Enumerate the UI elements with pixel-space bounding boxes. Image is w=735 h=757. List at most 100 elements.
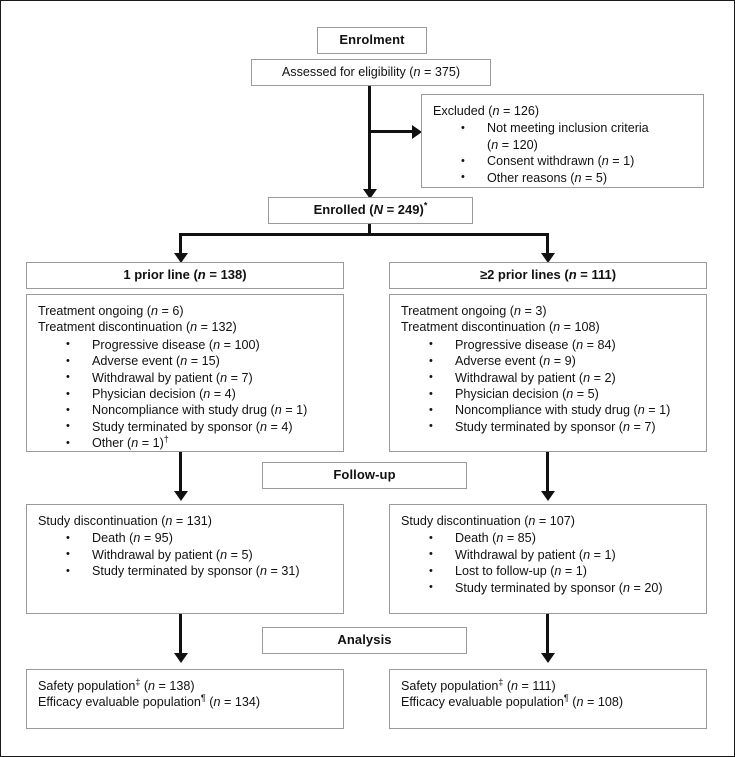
analysis-box-arm-2: Safety population‡ (n = 111) Efficacy ev… — [389, 669, 707, 729]
arm-header-1-prior-line: 1 prior line (n = 138) — [26, 262, 344, 289]
italic-n: n — [576, 337, 584, 352]
arrowhead-to-arm-2 — [540, 253, 555, 263]
italic-n: n — [260, 419, 268, 434]
analysis-box-arm-1: Safety population‡ (n = 138) Efficacy ev… — [26, 669, 344, 729]
treatment-box-arm-2: Treatment ongoing (n = 3) Treatment disc… — [389, 294, 707, 452]
italic-n: n — [496, 531, 504, 546]
list-item: Study terminated by sponsor (n = 7) — [401, 418, 696, 435]
footnote-marker-double-dagger: ‡ — [135, 676, 141, 687]
treatment-ongoing-line: Treatment ongoing (n = 6) — [38, 304, 184, 318]
list-item: Lost to follow-up (n = 1) — [401, 563, 696, 580]
footnote-marker-dagger: † — [163, 434, 169, 445]
stage-banner-followup: Follow-up — [262, 462, 467, 489]
italic-n: n — [492, 104, 500, 118]
italic-n: n — [576, 695, 584, 710]
efficacy-population-line: Efficacy evaluable population¶ (n = 108) — [401, 693, 624, 710]
list-item: Withdrawal by patient (n = 2) — [401, 369, 696, 386]
list-item: Withdrawal by patient (n = 7) — [38, 369, 333, 386]
footnote-marker-pilcrow: ¶ — [563, 693, 569, 704]
list-item: Noncompliance with study drug (n = 1) — [401, 402, 696, 419]
italic-n: n — [260, 564, 268, 579]
treatment-discontinuation-line: Treatment discontinuation (n = 132) — [38, 320, 237, 335]
arrowhead-to-excluded — [412, 124, 422, 139]
connector-arm-1-to-analysis — [179, 614, 182, 656]
italic-n: n — [148, 679, 156, 693]
list-item: Withdrawal by patient (n = 5) — [38, 546, 333, 563]
enrolled-box: Enrolled (N = 249)* — [268, 197, 473, 224]
list-item: Progressive disease (n = 100) — [38, 336, 333, 353]
study-discontinuation-title: Study discontinuation (n = 131) — [38, 514, 212, 528]
italic-n: n — [213, 695, 221, 710]
italic-n: n — [568, 267, 577, 283]
footnote-marker-double-dagger: ‡ — [498, 676, 504, 687]
excluded-title: Excluded (n = 126) — [433, 104, 540, 118]
italic-n: n — [131, 436, 139, 451]
list-item: Consent withdrawn (n = 1) — [433, 153, 693, 170]
italic-n: n — [203, 387, 211, 402]
connector-arm-2-to-analysis — [546, 614, 549, 656]
list-item: Study terminated by sponsor (n = 4) — [38, 418, 333, 435]
italic-n: n — [491, 137, 499, 152]
arrowhead-to-enrolled — [362, 189, 377, 199]
italic-n: n — [623, 419, 631, 434]
stage-banner-followup-label: Follow-up — [333, 467, 396, 483]
italic-n: n — [566, 387, 574, 402]
connector-enrolled-down — [368, 224, 371, 236]
list-item: Noncompliance with study drug (n = 1) — [38, 402, 333, 419]
italic-n: n — [274, 403, 282, 418]
footnote-marker-asterisk: * — [423, 200, 428, 211]
list-item: Physician decision (n = 5) — [401, 386, 696, 403]
arm-header-label: ≥2 prior lines (n = 111) — [479, 267, 617, 283]
treatment-discontinuation-line: Treatment discontinuation (n = 108) — [401, 320, 600, 335]
italic-n: n — [511, 679, 519, 693]
italic-n: n — [190, 320, 198, 335]
arm-header-2-or-more-prior-lines: ≥2 prior lines (n = 111) — [389, 262, 707, 289]
excluded-reason-list: Not meeting inclusion criteria(n = 120) … — [433, 120, 693, 186]
list-item: Adverse event (n = 9) — [401, 353, 696, 370]
list-item: Study terminated by sponsor (n = 31) — [38, 563, 333, 580]
italic-n: n — [513, 304, 521, 318]
excluded-box: Excluded (n = 126) Not meeting inclusion… — [421, 94, 704, 188]
italic-n: n — [180, 354, 188, 369]
italic-n: n — [165, 514, 173, 528]
italic-n: n — [623, 580, 631, 595]
list-item: Other reasons (n = 5) — [433, 169, 693, 186]
italic-n: n — [583, 547, 591, 562]
list-item: Other (n = 1)† — [38, 434, 333, 452]
arrowhead-to-arm-1 — [173, 253, 188, 263]
treatment-box-arm-1: Treatment ongoing (n = 6) Treatment disc… — [26, 294, 344, 452]
treatment-ongoing-line: Treatment ongoing (n = 3) — [401, 304, 547, 318]
stage-banner-enrolment: Enrolment — [317, 27, 427, 54]
connector-split-left-down — [179, 233, 182, 256]
italic-N: N — [373, 202, 383, 218]
italic-n: n — [197, 267, 206, 283]
arrowhead-arm-2-followup — [540, 491, 555, 501]
list-item: Physician decision (n = 4) — [38, 386, 333, 403]
list-item: Death (n = 95) — [38, 530, 333, 547]
italic-n: n — [213, 337, 221, 352]
list-item: Not meeting inclusion criteria(n = 120) — [433, 120, 693, 153]
italic-n: n — [413, 65, 421, 80]
italic-n: n — [220, 547, 228, 562]
italic-n: n — [583, 370, 591, 385]
footnote-marker-pilcrow: ¶ — [200, 693, 206, 704]
followup-box-arm-2: Study discontinuation (n = 107) Death (n… — [389, 504, 707, 614]
arrowhead-arm-2-analysis — [540, 653, 555, 663]
connector-branch-to-excluded — [368, 130, 414, 133]
stage-banner-analysis-label: Analysis — [337, 632, 392, 648]
list-item: Adverse event (n = 15) — [38, 353, 333, 370]
followup-reason-list: Death (n = 95) Withdrawal by patient (n … — [38, 530, 333, 580]
efficacy-population-line: Efficacy evaluable population¶ (n = 134) — [38, 693, 261, 710]
list-item: Withdrawal by patient (n = 1) — [401, 546, 696, 563]
connector-arm-1-to-followup — [179, 452, 182, 494]
safety-population-line: Safety population‡ (n = 111) — [401, 676, 556, 693]
list-item: Progressive disease (n = 84) — [401, 336, 696, 353]
italic-n: n — [133, 531, 141, 546]
italic-n: n — [220, 370, 228, 385]
italic-n: n — [150, 304, 158, 318]
study-discontinuation-title: Study discontinuation (n = 107) — [401, 514, 575, 528]
stage-banner-analysis: Analysis — [262, 627, 467, 654]
treatment-reason-list: Progressive disease (n = 84) Adverse eve… — [401, 336, 696, 435]
italic-n: n — [554, 564, 562, 579]
